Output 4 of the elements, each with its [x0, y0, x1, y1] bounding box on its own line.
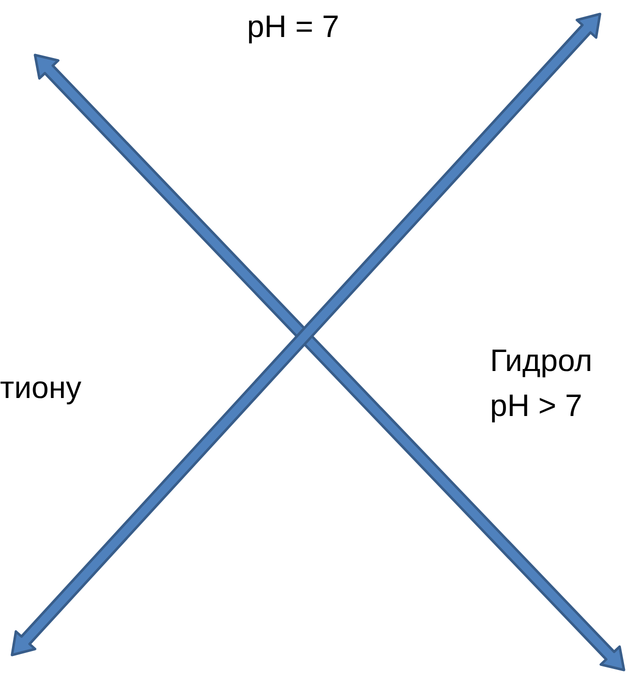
label-text: pH = 7	[247, 11, 340, 42]
label-text: тиону	[0, 372, 82, 403]
label-text: Гидрол	[490, 345, 592, 376]
label-text: pH > 7	[490, 390, 582, 421]
